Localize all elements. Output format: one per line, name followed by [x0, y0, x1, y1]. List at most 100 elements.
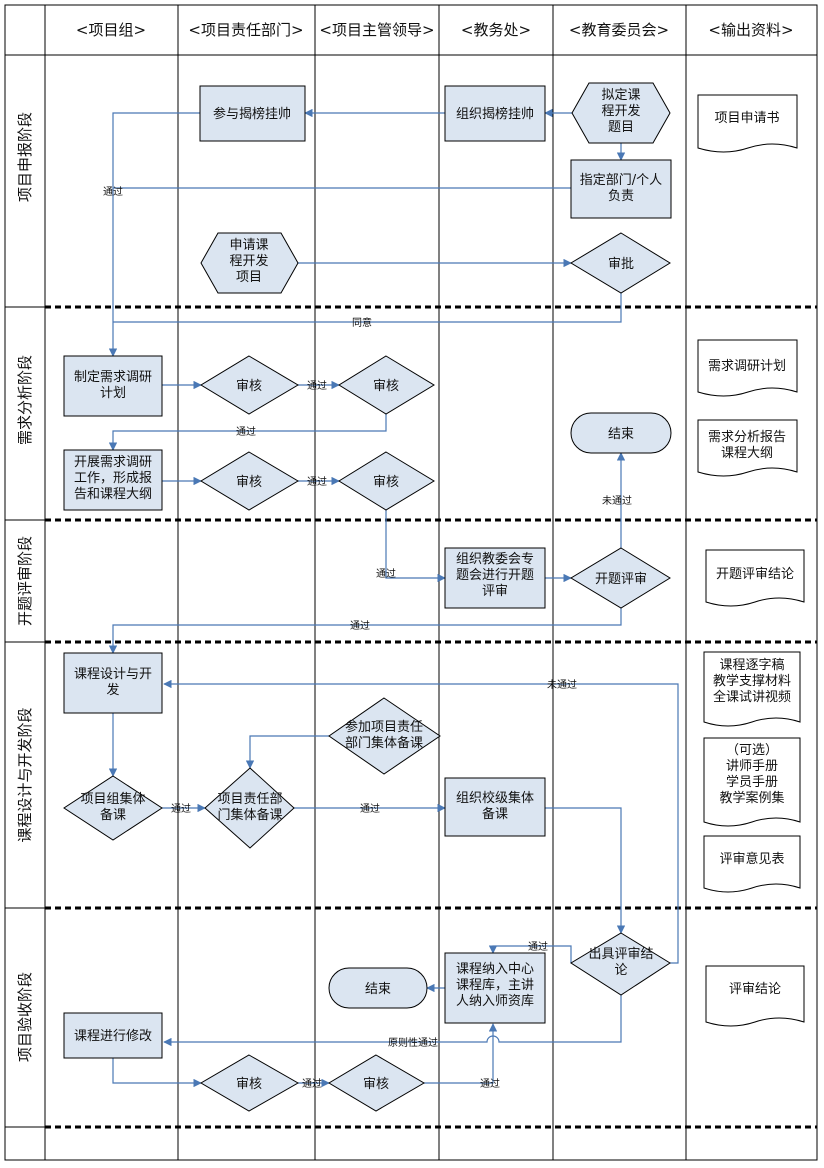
label-line: 论 [614, 963, 627, 978]
output-label: 评审意见表 [719, 851, 784, 867]
node-label: 组织教委会专题会进行开题评审 [456, 551, 534, 599]
label-line: 工作，形成报 [74, 471, 152, 486]
node-label: 审批 [608, 257, 634, 272]
label-line: 需求分析报告 [708, 430, 786, 445]
edge-label: 原则性通过 [388, 1036, 438, 1049]
node-label: 课程进行修改 [74, 1029, 152, 1044]
decision-diamond [63, 775, 163, 841]
node-label: 制定需求调研计划 [74, 370, 152, 401]
label-line: 项目 [236, 270, 262, 285]
connectors [108, 108, 679, 1088]
stage-label: 项目申报阶段 [16, 112, 34, 202]
label-line: 开题评审 [595, 572, 647, 587]
column-header: <教务处> [461, 21, 531, 39]
document-shape [703, 651, 801, 727]
label-line: 备课 [482, 806, 508, 822]
label-line: 组织教委会专 [456, 551, 534, 567]
decision-diamond [200, 451, 299, 511]
label-line: 审核 [373, 475, 399, 490]
terminator [570, 412, 672, 454]
label-line: 指定部门/个人 [580, 173, 662, 188]
label-line: 评审 [482, 584, 508, 599]
label-line: 门集体备课 [217, 807, 282, 823]
label-line: 学员手册 [726, 774, 778, 790]
decision-diamond [328, 697, 441, 775]
output-label: （可选）讲师手册学员手册教学案例集 [719, 743, 784, 806]
label-line: 课程纳入中心 [456, 962, 534, 977]
label-line: 课程设计与开 [74, 667, 152, 682]
label-line: 项目责任部 [217, 792, 282, 807]
node-label: 课程纳入中心课程库，主讲人纳入师资库 [456, 962, 534, 1009]
column-headers: <项目组> <项目责任部门> <项目主管领导> <教务处> <教育委员会> <输… [76, 21, 794, 39]
decision-diamond [570, 547, 671, 609]
label-line: 课程库，主讲 [456, 977, 534, 993]
process-box [444, 85, 546, 142]
node-label: 参加项目责任部门集体备课 [345, 719, 423, 751]
column-header: <项目组> [76, 21, 146, 39]
lane-grid [4, 4, 818, 1161]
edge-labels: 通过 同意 通过 通过 通过 未通过 通过 通过 未通过 通过 通过 通过 原则… [103, 185, 632, 1090]
node-label: 申请课程开发项目 [229, 238, 268, 285]
label-line: 负责 [608, 189, 634, 204]
edge-label: 通过 [236, 425, 256, 438]
node-label: 审核 [236, 1077, 262, 1092]
output-label: 需求调研计划 [708, 359, 786, 374]
edge-label: 通过 [376, 567, 396, 580]
label-line: 拟定课 [601, 88, 640, 103]
label-line: 审核 [373, 379, 399, 394]
label-line: 结束 [608, 427, 634, 442]
document-shape [697, 94, 798, 153]
output-label: 评审结论 [729, 982, 781, 997]
decision-diamond [338, 451, 435, 511]
hexagon-node [571, 82, 671, 144]
document-shape [697, 419, 798, 477]
stage-label: 课程设计与开发阶段 [16, 707, 34, 842]
label-line: 审核 [363, 1077, 389, 1092]
process-box [63, 355, 163, 417]
node-label: 审核 [236, 379, 262, 394]
edge-label: 通过 [171, 802, 191, 815]
label-line: 评审意见表 [719, 851, 784, 867]
process-box [444, 547, 546, 609]
label-line: 全课试讲视频 [713, 689, 791, 705]
label-line: 审核 [236, 475, 262, 490]
output-label: 课程逐字稿教学支撑材料全课试讲视频 [713, 657, 791, 705]
node-label: 课程设计与开发 [74, 667, 152, 698]
node-label: 指定部门/个人负责 [580, 173, 662, 204]
document-shape [703, 835, 801, 893]
node-label: 项目责任部门集体备课 [217, 792, 282, 823]
label-line: 组织揭榜挂帅 [456, 106, 534, 122]
decision-diamond [200, 355, 299, 415]
label-line: 参与揭榜挂帅 [213, 106, 291, 122]
document-shape [697, 339, 798, 397]
column-header: <项目主管领导> [319, 21, 434, 39]
node-label: 出具评审结论 [588, 947, 653, 978]
output-documents: 项目申请书 需求调研计划 需求分析报告课程大纲 开题评审结论 课程逐字稿教学支撑… [697, 94, 805, 1027]
decision-diamond [338, 355, 435, 415]
label-line: 开题评审结论 [716, 567, 794, 582]
stage-label: 项目验收阶段 [16, 972, 34, 1062]
output-label: 项目申请书 [714, 111, 779, 126]
node-label: 拟定课程开发题目 [601, 88, 640, 135]
node-label: 审核 [363, 1077, 389, 1092]
decision-diamond [328, 1054, 425, 1112]
label-line: 题会进行开题 [456, 568, 534, 583]
node-label: 审核 [236, 475, 262, 490]
process-box [444, 777, 546, 837]
node-label: 组织揭榜挂帅 [456, 106, 534, 122]
stage-label: 需求分析阶段 [16, 355, 34, 445]
label-line: 审核 [236, 379, 262, 394]
edge-label: 通过 [528, 940, 548, 953]
label-line: 教学案例集 [719, 790, 784, 806]
node-label: 组织校级集体备课 [456, 790, 534, 822]
label-line: 题目 [608, 120, 634, 135]
document-shape [705, 965, 805, 1027]
label-line: 组织校级集体 [456, 790, 534, 806]
edge-label: 通过 [307, 379, 327, 392]
process-box [444, 952, 546, 1024]
label-line: 课程逐字稿 [719, 657, 784, 673]
output-label: 需求分析报告课程大纲 [708, 430, 786, 461]
label-line: 计划 [100, 386, 126, 401]
stage-label: 开题评审阶段 [16, 536, 34, 626]
